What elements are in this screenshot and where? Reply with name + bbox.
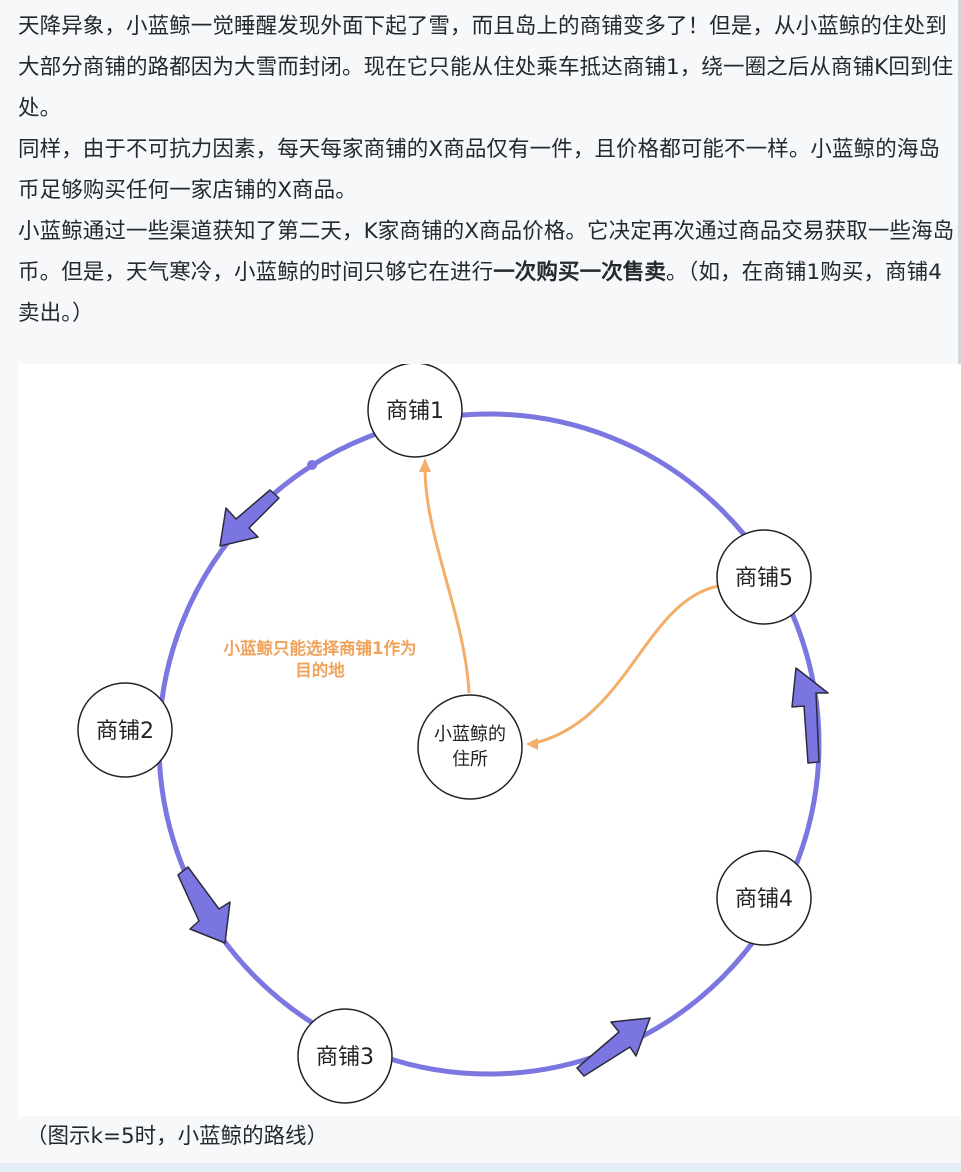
home-node: 小蓝鲸的 住所 — [417, 694, 523, 800]
home-label-line-1: 小蓝鲸的 — [434, 724, 506, 745]
figure-caption: （图示k=5时，小蓝鲸的路线） — [26, 1124, 329, 1149]
shop2-label: 商铺2 — [96, 719, 154, 744]
home-to-shop1-arrowhead — [419, 458, 431, 472]
shop1-label: 商铺1 — [386, 399, 444, 424]
shop1-node: 商铺1 — [367, 362, 463, 458]
trade-text-start: 小蓝鲸通过一些渠道获知了第二天，K家商铺的X商品价格。它决定再次通过商品交易获取… — [18, 219, 955, 285]
direction-arrow-1 — [219, 489, 280, 547]
shop5-label: 商铺5 — [735, 566, 793, 591]
shop3-node: 商铺3 — [297, 1008, 393, 1104]
shop5-to-home-arrowhead — [526, 738, 538, 750]
trade-paragraph: 小蓝鲸通过一些渠道获知了第二天，K家商铺的X商品价格。它决定再次通过商品交易获取… — [18, 211, 958, 334]
right-border-rule — [958, 0, 961, 590]
route-ring-marker — [307, 460, 317, 470]
annotation-line-1: 小蓝鲸只能选择商铺1作为 — [224, 638, 417, 658]
trade-emphasis: 一次购买一次售卖 — [493, 260, 667, 285]
direction-arrow-4 — [791, 667, 829, 764]
shop4-label: 商铺4 — [735, 887, 793, 912]
direction-arrow-2 — [177, 866, 231, 944]
route-diagram-svg: 小蓝鲸只能选择商铺1作为 目的地 商铺1 商铺5 商铺2 商铺4 商铺3 小蓝鲸… — [77, 362, 829, 1104]
shop3-label: 商铺3 — [316, 1045, 374, 1070]
shop4-node: 商铺4 — [716, 850, 812, 946]
bottom-strip — [0, 1163, 961, 1172]
home-to-shop1-path — [423, 461, 471, 694]
shop2-node: 商铺2 — [77, 682, 173, 778]
direction-arrow-3 — [576, 1017, 651, 1077]
intro-paragraph: 天降异象，小蓝鲸一觉睡醒发现外面下起了雪，而且岛上的商铺变多了！但是，从小蓝鲸的… — [18, 14, 954, 121]
price-paragraph: 同样，由于不可抗力因素，每天每家商铺的X商品仅有一件，且价格都可能不一样。小蓝鲸… — [18, 137, 941, 203]
annotation-line-2: 目的地 — [295, 660, 345, 680]
shop5-node: 商铺5 — [716, 529, 812, 625]
shop5-to-home-path — [529, 584, 719, 746]
route-diagram: 小蓝鲸只能选择商铺1作为 目的地 商铺1 商铺5 商铺2 商铺4 商铺3 小蓝鲸… — [18, 362, 961, 1116]
trade-text-end: 。（如，在商铺1购买，商铺4卖出。） — [18, 260, 943, 326]
home-label-line-2: 住所 — [452, 749, 488, 770]
